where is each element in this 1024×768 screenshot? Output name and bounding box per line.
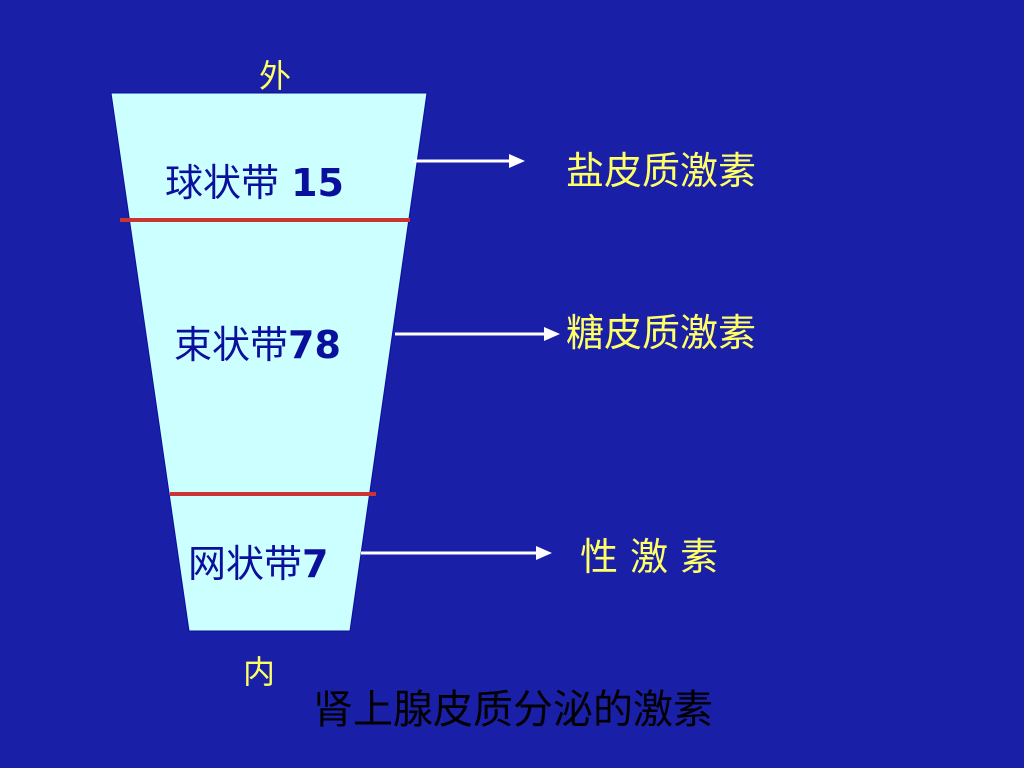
hormone-sex: 性 激 素 xyxy=(580,535,719,579)
zone-name: 束状带 xyxy=(174,323,289,367)
arrow-zona-fasciculata xyxy=(395,327,560,341)
zone-value: 7 xyxy=(302,542,329,586)
zone-label-reticularis: 网状带7 xyxy=(188,533,328,588)
arrow-zona-reticularis xyxy=(361,546,552,560)
zone-name: 球状带 xyxy=(165,161,292,205)
zone-label-glomerulosa: 球状带 15 xyxy=(165,152,344,207)
zone-value: 15 xyxy=(291,161,344,205)
slide-caption: 肾上腺皮质分泌的激素 xyxy=(313,687,713,733)
outer-label: 外 xyxy=(259,57,292,95)
adrenal-cortex-funnel xyxy=(110,92,428,632)
zone-label-fasciculata: 束状带78 xyxy=(174,314,341,369)
zone-value: 78 xyxy=(288,323,341,367)
arrow-zona-glomerulosa xyxy=(413,154,525,168)
zone-name: 网状带 xyxy=(188,542,303,586)
hormone-glucocorticoid: 糖皮质激素 xyxy=(566,311,757,355)
inner-label: 内 xyxy=(243,653,276,691)
hormone-mineralocorticoid: 盐皮质激素 xyxy=(566,149,757,193)
